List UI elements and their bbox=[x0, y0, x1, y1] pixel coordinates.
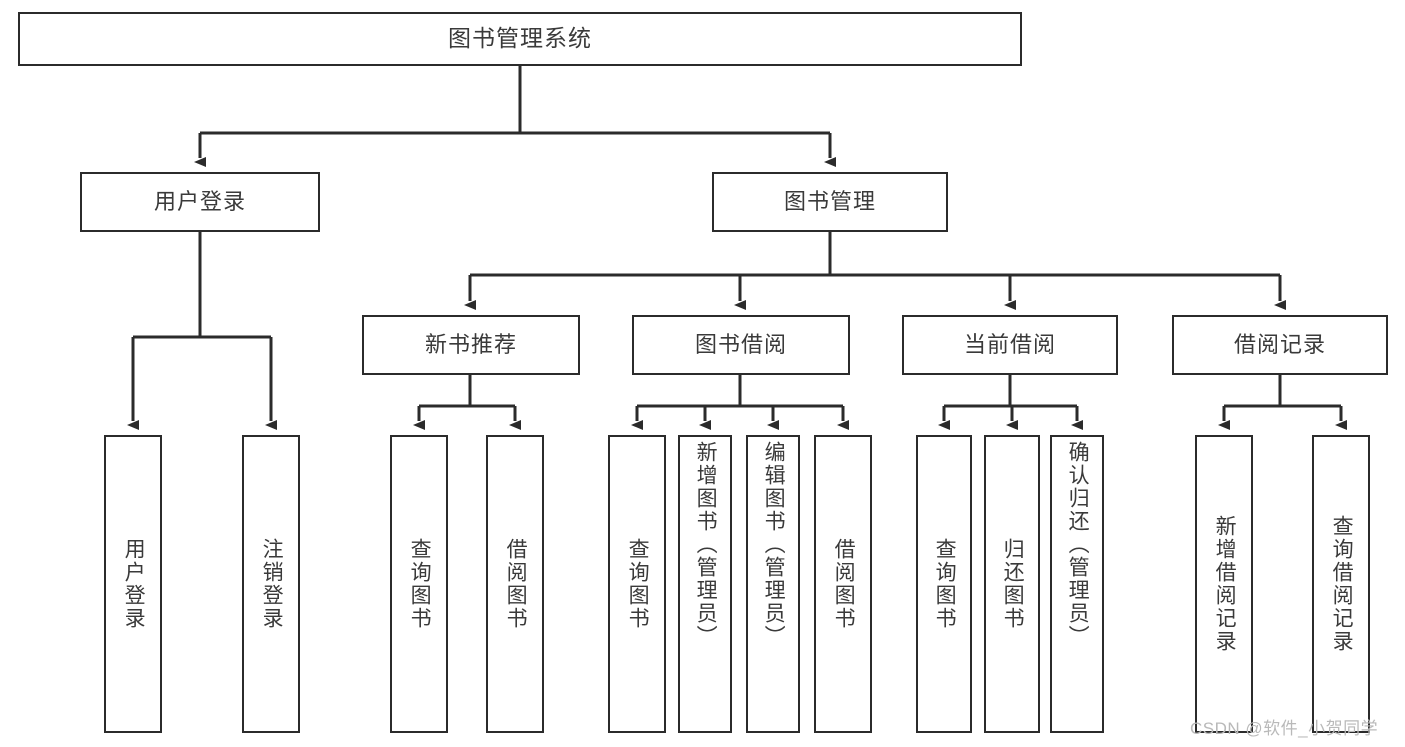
node-book-borrow[interactable]: 图书借阅 bbox=[632, 315, 850, 375]
node-new-book-recommend[interactable]: 新书推荐 bbox=[362, 315, 580, 375]
leaf-query-book-current[interactable]: 查询图书 bbox=[916, 435, 972, 733]
leaf-add-borrow-record[interactable]: 新增借阅记录 bbox=[1195, 435, 1253, 733]
leaf-borrow-book-recommend[interactable]: 借阅图书 bbox=[486, 435, 544, 733]
node-root[interactable]: 图书管理系统 bbox=[18, 12, 1022, 66]
leaf-query-borrow-record[interactable]: 查询借阅记录 bbox=[1312, 435, 1370, 733]
leaf-confirm-return-admin[interactable]: 确认归还（管理员） bbox=[1050, 435, 1104, 733]
leaf-add-book-admin[interactable]: 新增图书（管理员） bbox=[678, 435, 732, 733]
leaf-logout-login[interactable]: 注销登录 bbox=[242, 435, 300, 733]
leaf-edit-book-admin[interactable]: 编辑图书（管理员） bbox=[746, 435, 800, 733]
watermark: CSDN @软件_小贺同学 bbox=[1190, 719, 1379, 738]
node-user-login[interactable]: 用户登录 bbox=[80, 172, 320, 232]
leaf-query-book[interactable]: 查询图书 bbox=[608, 435, 666, 733]
node-current-borrow[interactable]: 当前借阅 bbox=[902, 315, 1118, 375]
node-book-manage[interactable]: 图书管理 bbox=[712, 172, 948, 232]
leaf-user-login[interactable]: 用户登录 bbox=[104, 435, 162, 733]
leaf-query-book-recommend[interactable]: 查询图书 bbox=[390, 435, 448, 733]
leaf-return-book[interactable]: 归还图书 bbox=[984, 435, 1040, 733]
node-borrow-record[interactable]: 借阅记录 bbox=[1172, 315, 1388, 375]
leaf-borrow-book[interactable]: 借阅图书 bbox=[814, 435, 872, 733]
